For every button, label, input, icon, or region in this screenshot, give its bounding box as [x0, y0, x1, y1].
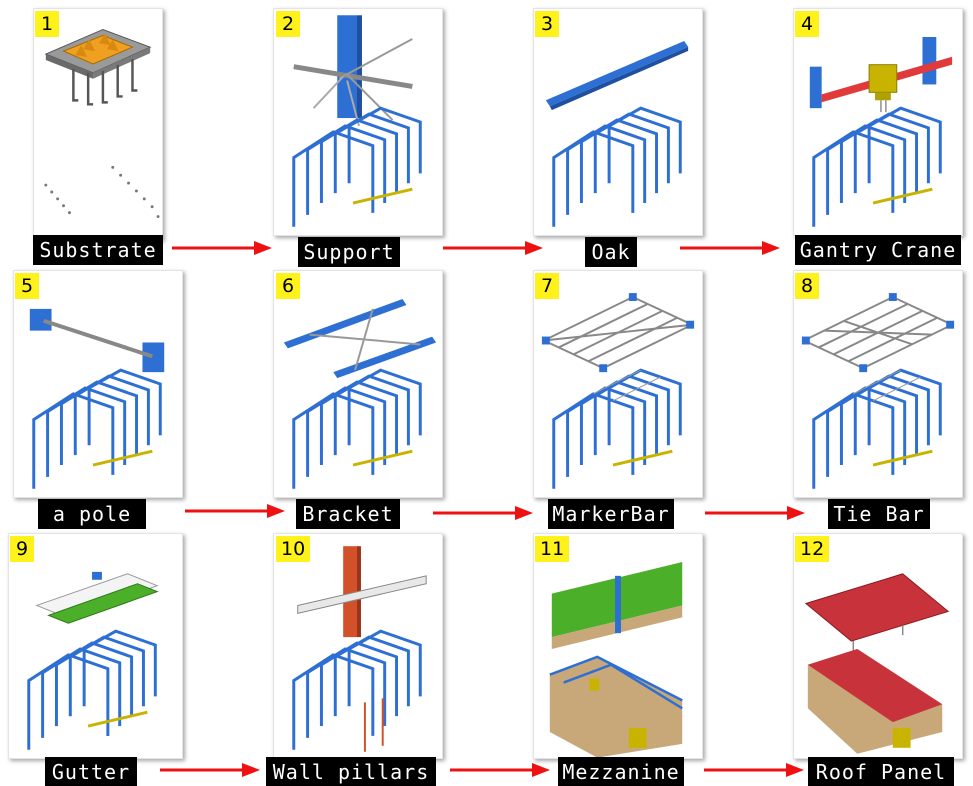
frame-thumbnail	[34, 370, 160, 489]
roof-panel-illustration	[794, 534, 962, 758]
pole-illustration	[14, 271, 182, 497]
step-8-card	[793, 270, 963, 498]
frame-thumbnail	[554, 370, 680, 489]
step-11-label: Mezzanine	[558, 757, 684, 786]
arrow-step-5-to-6	[185, 503, 285, 519]
step-11-number: 11	[535, 536, 569, 562]
step-3-card	[533, 8, 703, 236]
arrow-step-7-to-8	[705, 505, 805, 521]
markerbar-illustration	[534, 271, 702, 497]
arrow-step-11-to-12	[704, 762, 804, 778]
frame-thumbnail	[294, 631, 420, 750]
step-3-label: Oak	[585, 237, 637, 267]
step-8-number: 8	[795, 273, 819, 299]
step-4-label: Gantry Crane	[795, 235, 961, 265]
arrow-step-9-to-10	[160, 762, 260, 778]
arrow-step-2-to-3	[443, 240, 543, 256]
arrow-step-1-to-2	[172, 240, 272, 256]
gutter-illustration	[9, 534, 182, 758]
arrow-step-10-to-11	[450, 762, 550, 778]
step-3-number: 3	[535, 11, 559, 37]
step-12-number: 12	[795, 536, 829, 562]
step-1-card	[33, 8, 163, 240]
step-7-number: 7	[535, 273, 559, 299]
step-4-number: 4	[795, 11, 819, 37]
tie-bar-illustration	[794, 271, 962, 497]
step-5-label: a pole	[38, 499, 146, 529]
step-12-card	[793, 533, 963, 759]
arrow-step-6-to-7	[433, 505, 533, 521]
arrow-step-3-to-4	[680, 240, 780, 256]
mezzanine-illustration	[534, 534, 702, 758]
step-2-label: Support	[298, 237, 400, 267]
frame-thumbnail	[294, 370, 420, 489]
step-4-card	[793, 8, 963, 236]
step-9-number: 9	[10, 536, 34, 562]
step-11-card	[533, 533, 703, 759]
step-9-card	[8, 533, 183, 759]
oak-illustration	[534, 9, 702, 235]
step-1-label: Substrate	[33, 235, 163, 265]
step-10-label: Wall pillars	[266, 757, 436, 786]
step-2-card	[273, 8, 443, 236]
step-12-label: Roof Panel	[808, 757, 954, 786]
substrate-illustration	[34, 9, 162, 239]
frame-thumbnail	[29, 631, 156, 750]
step-2-number: 2	[276, 11, 300, 37]
step-6-label: Bracket	[296, 499, 400, 529]
bracket-illustration	[274, 271, 442, 497]
step-10-card	[273, 533, 443, 759]
step-7-card	[533, 270, 703, 498]
step-6-number: 6	[276, 273, 300, 299]
wall-pillars-illustration	[274, 534, 442, 758]
support-illustration	[274, 9, 442, 235]
step-5-number: 5	[15, 273, 39, 299]
frame-thumbnail	[814, 108, 940, 227]
step-8-label: Tie Bar	[828, 499, 930, 529]
frame-thumbnail	[294, 108, 420, 227]
frame-thumbnail	[814, 370, 940, 489]
step-6-card	[273, 270, 443, 498]
step-5-card	[13, 270, 183, 498]
step-7-label: MarkerBar	[548, 499, 674, 529]
gantry-crane-illustration	[794, 9, 962, 235]
frame-thumbnail	[554, 108, 680, 227]
step-1-number: 1	[35, 11, 59, 37]
step-10-number: 10	[276, 536, 310, 562]
step-9-label: Gutter	[45, 757, 137, 786]
